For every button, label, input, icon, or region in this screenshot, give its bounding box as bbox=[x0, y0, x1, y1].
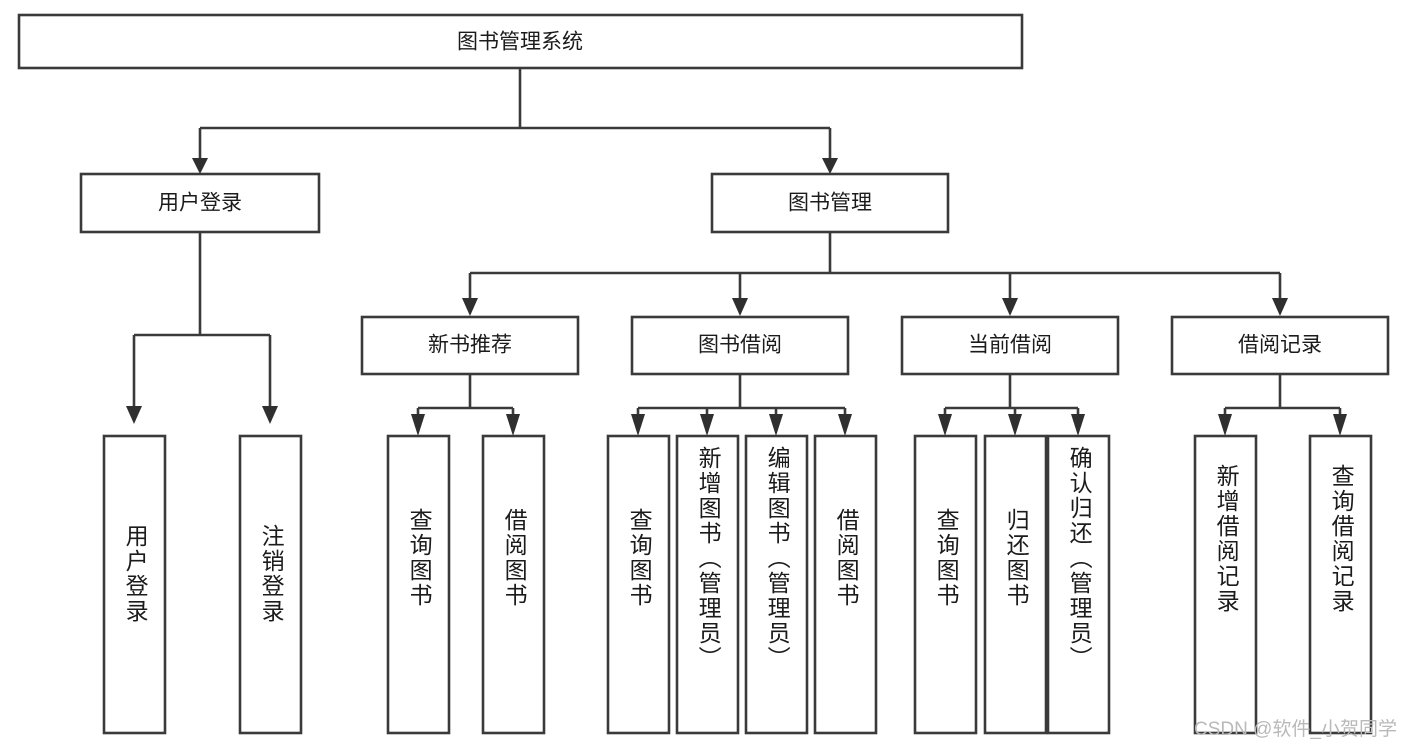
node-user-login-label: 用户登录 bbox=[158, 192, 242, 215]
node-book-manage-label: 图书管理 bbox=[788, 192, 872, 215]
node-book-borrow-label: 图书借阅 bbox=[698, 334, 782, 357]
arrowhead-userlogin-leaf-1 bbox=[262, 406, 278, 424]
arrowhead-borrowrecord-leaf-1 bbox=[1333, 414, 1347, 436]
arrowhead-bookborrow-leaf-1 bbox=[700, 414, 714, 436]
node-book-borrow[interactable] bbox=[630, 315, 850, 376]
node-user-login[interactable] bbox=[79, 172, 321, 234]
node-root-label: 图书管理系统 bbox=[457, 31, 583, 54]
node-leaf-borrow-record-1[interactable] bbox=[1308, 434, 1373, 735]
node-new-book-recommend-label: 新书推荐 bbox=[428, 334, 512, 357]
node-leaf-book-borrow-3[interactable] bbox=[813, 434, 878, 735]
node-leaf-borrow-record-0[interactable] bbox=[1193, 434, 1258, 735]
arrowhead-l3-0 bbox=[462, 298, 478, 316]
node-leaf-new-book-0[interactable] bbox=[386, 434, 451, 735]
node-leaf-book-borrow-1[interactable] bbox=[675, 434, 740, 735]
node-leaf-user-login-1[interactable] bbox=[238, 434, 303, 735]
arrowheads-layer bbox=[126, 158, 1347, 436]
arrowhead-bookborrow-leaf-2 bbox=[769, 414, 783, 436]
arrowhead-borrowrecord-leaf-0 bbox=[1218, 414, 1232, 436]
node-leaf-user-login-0[interactable] bbox=[102, 434, 167, 735]
arrowhead-l3-2 bbox=[1002, 298, 1018, 316]
node-leaf-current-borrow-1[interactable] bbox=[983, 434, 1048, 735]
node-book-manage[interactable] bbox=[710, 172, 950, 234]
arrowhead-userlogin-leaf-0 bbox=[126, 406, 142, 424]
arrowhead-currentborrow-leaf-2 bbox=[1071, 414, 1085, 436]
node-leaf-book-borrow-2[interactable] bbox=[744, 434, 809, 735]
node-borrow-record-label: 借阅记录 bbox=[1238, 334, 1322, 357]
arrowhead-currentborrow-leaf-1 bbox=[1008, 414, 1022, 436]
node-leaf-current-borrow-2[interactable] bbox=[1046, 434, 1111, 735]
node-current-borrow-label: 当前借阅 bbox=[968, 334, 1052, 357]
arrowhead-to-book-manage bbox=[822, 158, 838, 174]
node-leaf-book-borrow-0[interactable] bbox=[606, 434, 671, 735]
node-leaf-new-book-1[interactable] bbox=[481, 434, 546, 735]
arrowhead-currentborrow-leaf-0 bbox=[938, 414, 952, 436]
arrowhead-l3-3 bbox=[1272, 298, 1288, 316]
arrowhead-bookborrow-leaf-3 bbox=[838, 414, 852, 436]
node-borrow-record[interactable] bbox=[1170, 315, 1390, 376]
arrowhead-to-user-login bbox=[192, 158, 208, 174]
arrowhead-bookborrow-leaf-0 bbox=[631, 414, 645, 436]
node-root[interactable] bbox=[17, 13, 1024, 70]
node-new-book-recommend[interactable] bbox=[360, 315, 580, 376]
node-leaf-current-borrow-0[interactable] bbox=[913, 434, 978, 735]
arrowhead-newbook-leaf-1 bbox=[506, 414, 520, 436]
watermark-text: CSDN @软件_小贺同学 bbox=[1194, 719, 1397, 740]
nodes-layer: 图书管理系统 用户登录 图书管理 新书推荐 图书借阅 当前借阅 借阅记录 bbox=[17, 13, 1390, 735]
arrowhead-newbook-leaf-0 bbox=[411, 414, 425, 436]
node-current-borrow[interactable] bbox=[900, 315, 1120, 376]
arrowhead-l3-1 bbox=[732, 298, 748, 316]
